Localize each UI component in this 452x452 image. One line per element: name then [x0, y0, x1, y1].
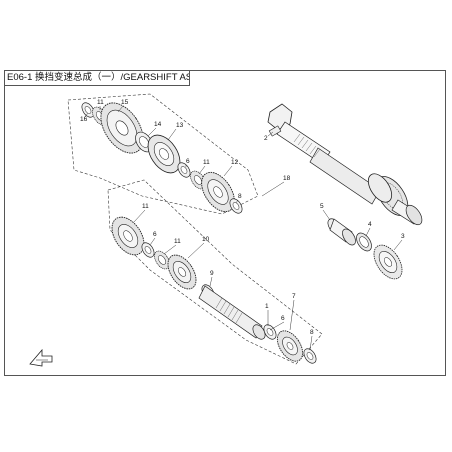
- callout-11-upper: 11: [97, 99, 104, 106]
- diagram-title: E06-1 换挡变速总成（一）/GEARSHIFT ASSY (1): [4, 70, 190, 86]
- gear-part-7: [276, 330, 304, 362]
- hub-part-14: [147, 134, 181, 174]
- front-direction-arrow-icon: [29, 348, 53, 367]
- callout-11-lower: 11: [174, 238, 181, 245]
- bushing-part-5: [327, 218, 356, 246]
- washer-part-17: [81, 102, 95, 118]
- callout-13: 12: [231, 159, 239, 166]
- callout-12: 11: [142, 203, 149, 210]
- callout-8-lower: 8: [310, 329, 314, 336]
- gear-part-13: [201, 171, 235, 213]
- callout-15: 14: [154, 121, 162, 128]
- callout-6-shaft: 6: [281, 315, 285, 322]
- washer-part-6-lower: [141, 242, 155, 258]
- callout-3: 3: [401, 233, 405, 240]
- callout-18: 18: [283, 175, 291, 182]
- callout-7: 7: [292, 293, 296, 300]
- bearing-part-11-lower: [154, 250, 170, 270]
- pin-part-2: [268, 125, 282, 137]
- callout-5: 5: [320, 203, 324, 210]
- callout-9: 9: [210, 270, 214, 277]
- countershaft-part-9: [198, 284, 266, 340]
- group-outline-lower: [107, 179, 323, 365]
- gear-part-16: [100, 102, 144, 154]
- callout-8-upper: 8: [238, 193, 242, 200]
- callout-11-mid: 11: [203, 159, 210, 166]
- callout-10: 10: [202, 236, 210, 243]
- washer-part-6-upper: [177, 162, 191, 178]
- main-shaft: [267, 103, 423, 226]
- callout-14: 13: [176, 122, 184, 129]
- diagram-frame: [4, 70, 446, 376]
- callout-6-lower: 6: [153, 231, 157, 238]
- callout-2: 2: [264, 135, 268, 142]
- callout-4: 4: [368, 221, 372, 228]
- callout-16: 15: [121, 99, 129, 106]
- callout-1: 1: [265, 303, 269, 310]
- needle-bearing-part-4: [356, 232, 372, 252]
- gear-part-3: [373, 244, 403, 280]
- washer-part-8-upper: [229, 198, 243, 214]
- washer-part-8-lower: [303, 348, 317, 364]
- callout-17: 16: [80, 116, 88, 123]
- leader-lines: [83, 105, 403, 351]
- group-outline-upper: [67, 93, 259, 215]
- gear-part-10: [167, 254, 197, 290]
- callout-labels: 16 11 15 14 13 6 11 12 8 2 18 5 4 3 11 6…: [80, 99, 405, 336]
- callout-6-upper: 6: [186, 158, 190, 165]
- gear-part-12: [111, 216, 145, 256]
